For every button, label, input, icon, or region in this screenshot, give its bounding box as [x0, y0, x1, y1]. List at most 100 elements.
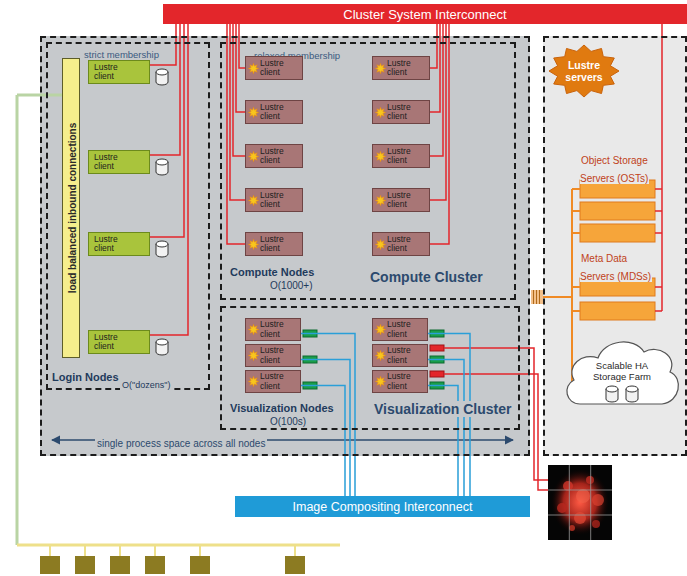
- sun-shape: [375, 350, 385, 360]
- visualization-group: Visualization NodesO(100s)Visualization …: [220, 306, 520, 430]
- text-holder: Visualization Nodes: [228, 398, 336, 416]
- text-holder: Lustre client: [373, 345, 427, 366]
- workstation-icon: [285, 556, 305, 574]
- group-title: Compute Nodes: [228, 266, 316, 278]
- image-spot: [557, 503, 567, 513]
- server-ground: [543, 36, 687, 456]
- text-holder: Lustre client: [246, 145, 302, 167]
- sun-icon: [375, 239, 386, 250]
- text-holder: Lustre client: [373, 57, 429, 79]
- lustre-client-box: Lustre client: [372, 344, 428, 367]
- interconnect-link: [430, 24, 449, 244]
- sun-icon: [248, 195, 259, 206]
- span-note: single process space across all nodes: [95, 438, 267, 449]
- cluster-title: Compute Cluster: [368, 269, 485, 285]
- lustre-client-box: Lustre client: [372, 188, 430, 212]
- sun-shape: [375, 195, 385, 205]
- workstation-icon: [110, 556, 130, 574]
- image-spot: [592, 520, 600, 528]
- text-holder: Lustre client: [373, 233, 429, 255]
- scale-note: O("dozens"): [120, 380, 172, 390]
- image-spot: [592, 494, 604, 506]
- lustre-client-box: Lustre client: [245, 144, 303, 168]
- interconnect-link: [227, 24, 245, 244]
- sun-icon: [248, 376, 259, 387]
- sun-shape: [248, 350, 258, 360]
- image-ground: [548, 465, 612, 540]
- lustre-client-box: Lustre client: [88, 232, 150, 256]
- image-spot: [576, 489, 590, 503]
- membership-note: strict membership: [82, 49, 161, 60]
- text-holder: Lustre client: [89, 233, 149, 255]
- text-holder: Lustre client: [89, 151, 149, 173]
- sun-icon: [248, 350, 259, 361]
- client-label: Lustre client: [260, 320, 284, 339]
- lustre-client-box: Lustre client: [372, 100, 430, 124]
- sun-icon: [248, 324, 259, 335]
- star-shape: [549, 45, 619, 97]
- login-group: strict membershipLogin NodesO("dozens") l…: [46, 42, 210, 390]
- cloud-label: Scalable HA Storage Farm: [589, 360, 655, 382]
- compositing-link: [301, 334, 355, 497]
- load-balancer-band: load balanced inbound connections: [62, 58, 80, 358]
- server-region: Object Storage Servers (OSTs) Meta Data S…: [543, 36, 687, 456]
- lustre-client-box: Lustre client: [372, 232, 430, 256]
- group-title: Visualization Nodes: [228, 402, 336, 414]
- text-holder: Lustre client: [246, 233, 302, 255]
- sun-shape: [248, 151, 258, 161]
- disk-icon: [156, 159, 168, 175]
- port-red: [430, 371, 444, 377]
- storage-wire: [543, 189, 580, 388]
- interconnect-link: [661, 24, 663, 36]
- compositing-band: Image Compositing Interconnect: [235, 496, 530, 517]
- sun-icon: [375, 107, 386, 118]
- client-label: Lustre client: [387, 235, 411, 254]
- lustre-client-box: Lustre client: [88, 60, 150, 84]
- text-holder: Lustre client: [246, 319, 300, 340]
- disk-icon: [156, 339, 168, 355]
- link-ticks: [534, 290, 540, 304]
- band-label: Image Compositing Interconnect: [293, 500, 473, 514]
- text-holder: Lustre servers: [548, 44, 620, 98]
- ost-box: [580, 202, 655, 220]
- text-holder: Lustre client: [89, 61, 149, 83]
- interconnect-link: [430, 24, 437, 68]
- cluster-ground: [40, 36, 530, 456]
- client-label: Lustre client: [260, 147, 284, 166]
- interconnect-band: Cluster System Interconnect: [163, 4, 687, 24]
- sun-icon: [248, 63, 259, 74]
- sun-icon: [375, 324, 386, 335]
- group-title: Login Nodes: [50, 371, 121, 383]
- sun-shape: [248, 376, 258, 386]
- image-spot: [569, 525, 575, 531]
- text-holder: Meta Data Servers (MDSs): [580, 248, 660, 284]
- server-riser: [655, 36, 662, 311]
- interconnect-link: [150, 24, 188, 335]
- compute-group: relaxed membershipCompute NodesO(1000+)C…: [220, 42, 516, 300]
- sun-icon: [248, 239, 259, 250]
- text-holder: Scalable HA Storage Farm: [562, 360, 682, 382]
- sun-shape: [248, 324, 258, 334]
- band-label: Cluster System Interconnect: [343, 7, 506, 22]
- lustre-client-box: Lustre client: [372, 318, 428, 341]
- client-label: Lustre client: [387, 320, 411, 339]
- server-heading: Meta Data Servers (MDSs): [580, 253, 652, 282]
- sun-shape: [248, 239, 258, 249]
- sun-icon: [248, 107, 259, 118]
- text-holder: Object Storage Servers (OSTs): [580, 150, 660, 186]
- lustre-client-box: Lustre client: [372, 144, 430, 168]
- lustre-client-box: Lustre client: [245, 318, 301, 341]
- region-link: [531, 290, 543, 304]
- lustre-client-box: Lustre client: [245, 188, 303, 212]
- sun-icon: [375, 63, 386, 74]
- interconnect-link: [430, 24, 446, 200]
- disk-icon: [606, 386, 618, 402]
- text-holder: Lustre client: [246, 345, 300, 366]
- client-label: Lustre client: [387, 59, 411, 78]
- disk-icon: [156, 241, 168, 257]
- client-label: Lustre client: [94, 153, 118, 172]
- text-holder: Lustre client: [246, 57, 302, 79]
- client-label: Lustre client: [387, 191, 411, 210]
- client-label: Lustre client: [260, 372, 284, 391]
